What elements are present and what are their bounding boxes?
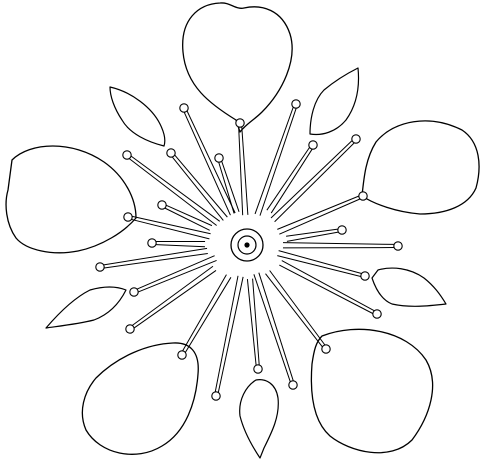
- anther: [352, 135, 360, 143]
- filament-line: [286, 229, 338, 236]
- stamen-22: [123, 151, 220, 226]
- filament-line: [132, 219, 210, 238]
- anther: [338, 226, 346, 234]
- anther: [236, 119, 244, 127]
- stamen-4: [267, 141, 317, 213]
- anther: [289, 381, 297, 389]
- stamen-16: [126, 266, 216, 333]
- sepal-4: [46, 287, 126, 328]
- anther: [148, 239, 156, 247]
- filament-line: [137, 256, 215, 289]
- flower-center: [231, 229, 263, 261]
- stamen-19: [148, 239, 205, 247]
- stamen-7: [286, 226, 346, 242]
- sepal-2: [310, 68, 359, 134]
- anther: [123, 151, 131, 159]
- anther: [359, 192, 367, 200]
- anther: [124, 213, 132, 221]
- filament-line: [253, 279, 260, 365]
- stamen-14: [212, 276, 243, 400]
- petal-2: [6, 146, 136, 253]
- filament-line: [165, 208, 210, 230]
- filament-line: [239, 127, 243, 215]
- filament-line: [138, 260, 216, 291]
- filament-line: [183, 275, 227, 351]
- stamen-2: [236, 119, 248, 215]
- petal-4: [82, 343, 198, 454]
- filament-line: [247, 279, 256, 365]
- anther: [361, 272, 369, 280]
- petal-3: [362, 121, 479, 214]
- filament-line: [277, 196, 358, 229]
- filament-line: [283, 243, 394, 245]
- anther: [322, 345, 330, 353]
- filament-line: [259, 273, 293, 381]
- sepal-1: [110, 87, 165, 146]
- filament-line: [222, 161, 239, 212]
- stamen-8: [283, 242, 402, 250]
- anther: [212, 392, 220, 400]
- anther: [180, 104, 188, 112]
- filament-line: [129, 159, 216, 226]
- filament-line: [131, 156, 220, 221]
- anther: [96, 263, 104, 271]
- stamen-20: [124, 213, 211, 239]
- anther: [292, 100, 300, 108]
- filament-line: [218, 277, 243, 393]
- filament-line: [287, 232, 338, 241]
- filament-line: [215, 276, 238, 392]
- filament-line: [156, 245, 205, 247]
- anther: [373, 310, 381, 318]
- stamen-24: [215, 154, 239, 214]
- filament-line: [267, 147, 310, 210]
- sepal-3: [372, 268, 446, 306]
- filament-line: [271, 141, 352, 218]
- pistil-dot: [244, 242, 249, 247]
- anther: [130, 288, 138, 296]
- filament-line: [277, 256, 360, 277]
- filament-line: [279, 251, 362, 274]
- anther: [309, 141, 317, 149]
- anther: [167, 149, 175, 157]
- anther: [178, 351, 186, 359]
- anther: [394, 242, 402, 250]
- anther: [158, 201, 166, 209]
- filament-line: [279, 199, 360, 234]
- filament-line: [104, 248, 207, 265]
- filament-line: [242, 127, 248, 215]
- stamen-17: [130, 256, 217, 297]
- petal-1: [183, 3, 292, 132]
- stamen-3: [255, 100, 300, 216]
- filament-line: [255, 107, 293, 214]
- filament-line: [271, 149, 312, 213]
- filament-line: [166, 205, 212, 225]
- filament-line: [185, 277, 231, 352]
- anther: [126, 325, 134, 333]
- stamen-18: [96, 248, 208, 271]
- filament-line: [132, 266, 213, 325]
- filament-line: [275, 143, 355, 222]
- filament-line: [265, 274, 322, 347]
- filament-line: [134, 270, 216, 327]
- petal-group: [6, 3, 479, 454]
- anther: [215, 154, 223, 162]
- stamen-6: [277, 192, 367, 234]
- sepal-5: [240, 380, 279, 458]
- anther: [254, 365, 262, 373]
